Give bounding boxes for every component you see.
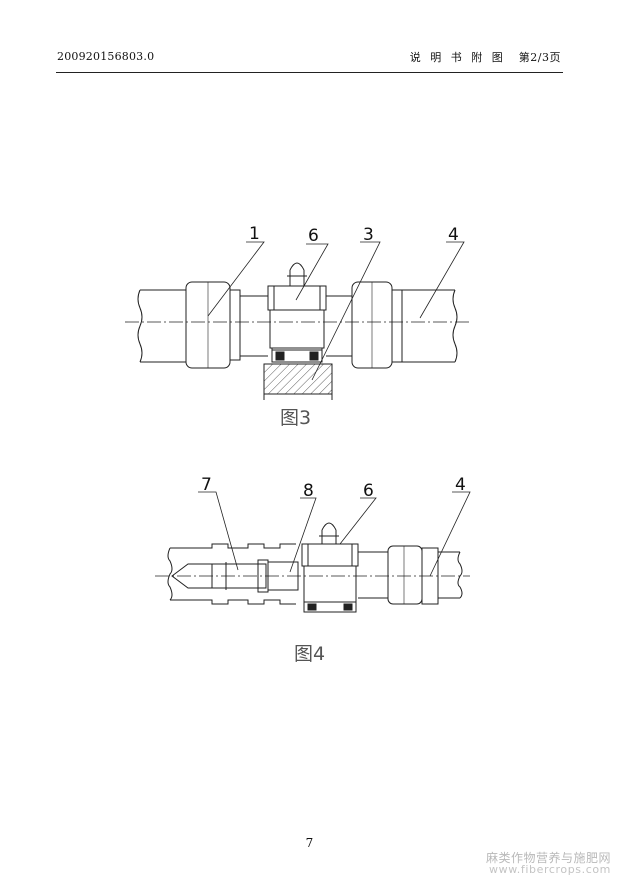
fig4-right-connector <box>358 545 439 605</box>
fig3-label-6: 6 <box>308 226 319 246</box>
watermark-site-name: 麻类作物营养与施肥网 <box>485 851 611 865</box>
fig4-label-8: 8 <box>303 481 314 501</box>
fig3-part-1-coupling <box>185 281 268 369</box>
page-of-label: 第2/3页 <box>518 51 561 64</box>
fig3-left-pipe <box>137 289 186 363</box>
section-label: 说 明 书 附 图 <box>409 51 506 64</box>
fig3-caption: 图3 <box>280 407 311 429</box>
figure-3 <box>125 241 470 400</box>
fig3-label-3: 3 <box>363 225 374 245</box>
fig3-right-connector <box>326 281 403 369</box>
document-number: 200920156803.0 <box>57 50 155 63</box>
figure-4 <box>155 491 471 613</box>
fig4-label-6: 6 <box>363 481 374 501</box>
watermark-url: www.fibercrops.com <box>489 863 611 876</box>
fig4-caption: 图4 <box>294 643 325 665</box>
fig4-label-7: 7 <box>201 475 212 495</box>
fig3-label-1: 1 <box>249 224 260 244</box>
fig3-label-4: 4 <box>448 225 459 245</box>
fig3-part-3-seat <box>263 349 333 400</box>
fig3-part-4-pipe <box>402 289 458 363</box>
fig4-left-pipe <box>167 543 296 605</box>
header-section-title: 说 明 书 附 图 第2/3页 <box>410 49 561 65</box>
fig4-label-4: 4 <box>455 475 466 495</box>
page-number: 7 <box>305 836 314 850</box>
header-rule <box>56 72 563 73</box>
fig4-part-6-fitting <box>301 522 359 613</box>
fig3-part-6-fitting <box>267 262 327 362</box>
fig3-leaders <box>207 241 465 381</box>
fig4-leaders <box>198 491 471 577</box>
fig4-part-4-pipe <box>438 551 463 599</box>
